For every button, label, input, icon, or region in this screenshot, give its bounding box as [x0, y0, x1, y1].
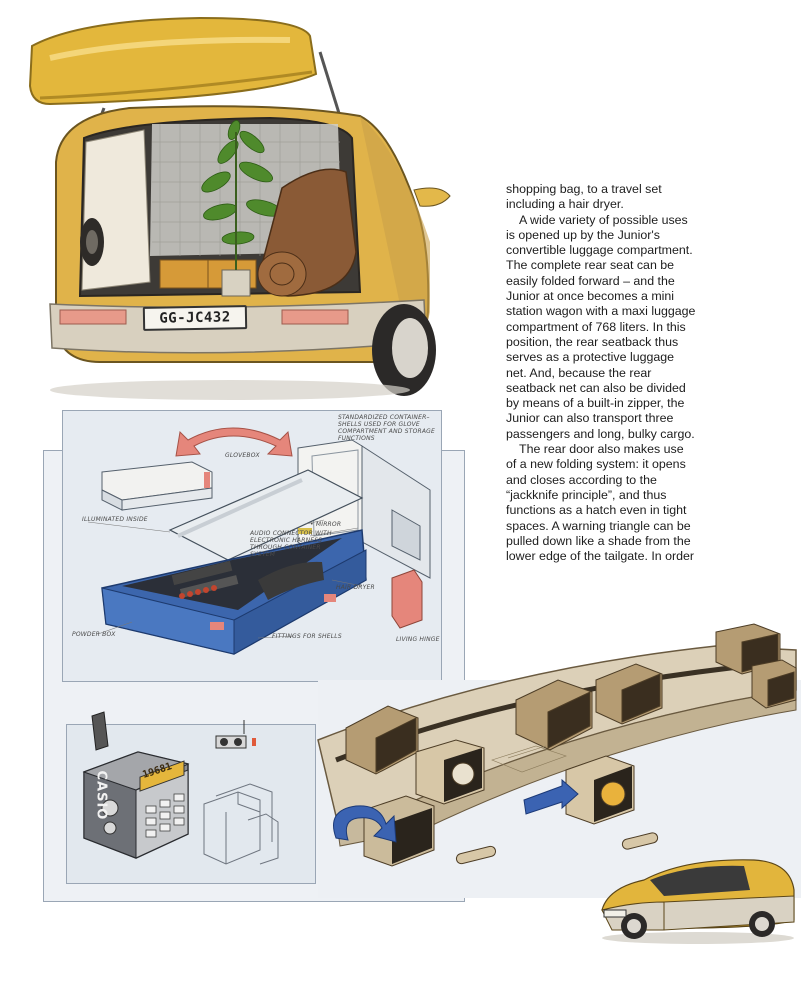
dashboard-modules-illustration [317, 623, 797, 867]
license-plate: GG-JC432 [142, 305, 248, 331]
label-hairdryer: HAIR DRYER [336, 584, 375, 591]
label-fittings: FITTINGS FOR SHELLS [272, 633, 342, 640]
paragraph: A wide variety of possible uses is opene… [506, 212, 696, 441]
label-connector: AUDIO CONNECTOR WITH ELECTRONIC HARNESS … [250, 530, 332, 558]
paragraph: shopping bag, to a travel set including … [506, 182, 662, 212]
label-living-hinge: LIVING HINGE [396, 636, 440, 643]
label-powder-box: POWDER BOX [72, 631, 116, 638]
car-rear-illustration [28, 16, 451, 400]
label-standardized: STANDARDIZED CONTAINER– SHELLS USED FOR … [338, 414, 436, 442]
radio-module-illustration [82, 711, 279, 865]
radio-brand-text: CASIO [93, 770, 109, 821]
body-text-column: shopping bag, to a travel set including … [506, 182, 696, 564]
label-glovebox: GLOVEBOX [225, 452, 260, 459]
label-mirror: • MIRROR [310, 521, 342, 528]
luggage-case-illustration [87, 427, 431, 655]
label-illuminated: ILLUMINATED INSIDE [82, 516, 148, 523]
paragraph: The rear door also makes use of a new fo… [506, 442, 695, 564]
small-car-illustration [601, 859, 795, 944]
